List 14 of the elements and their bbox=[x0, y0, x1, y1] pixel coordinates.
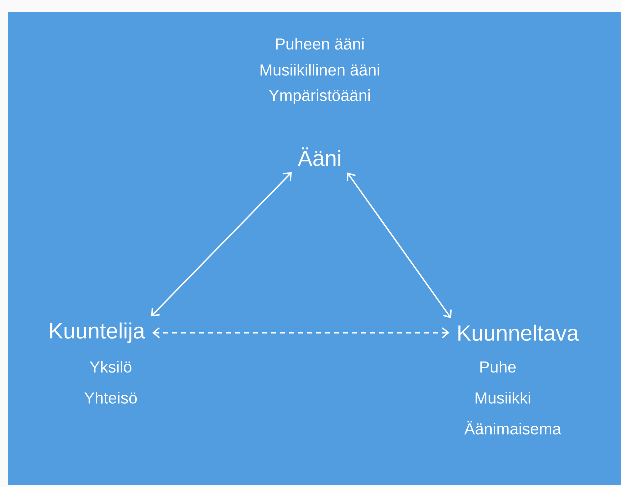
node-caption: Musiikillinen ääni bbox=[260, 64, 380, 76]
node-caption: Puhe bbox=[480, 361, 516, 373]
node-caption: Äänimaisema bbox=[464, 421, 562, 435]
node-label: Kuuntelija bbox=[50, 322, 146, 344]
node-caption: Puheen ääni bbox=[276, 38, 364, 50]
node-caption: Yksilö bbox=[90, 361, 132, 373]
node-label: Kuunneltava bbox=[458, 324, 580, 342]
node-caption: Ympäristöääni bbox=[269, 90, 370, 104]
node-caption: Yhteisö bbox=[84, 392, 137, 404]
arrow bbox=[152, 327, 450, 339]
arrow bbox=[151, 172, 292, 317]
node-caption: Musiikki bbox=[476, 392, 530, 404]
arrow bbox=[346, 172, 452, 318]
node-label: Ääni bbox=[298, 148, 341, 166]
